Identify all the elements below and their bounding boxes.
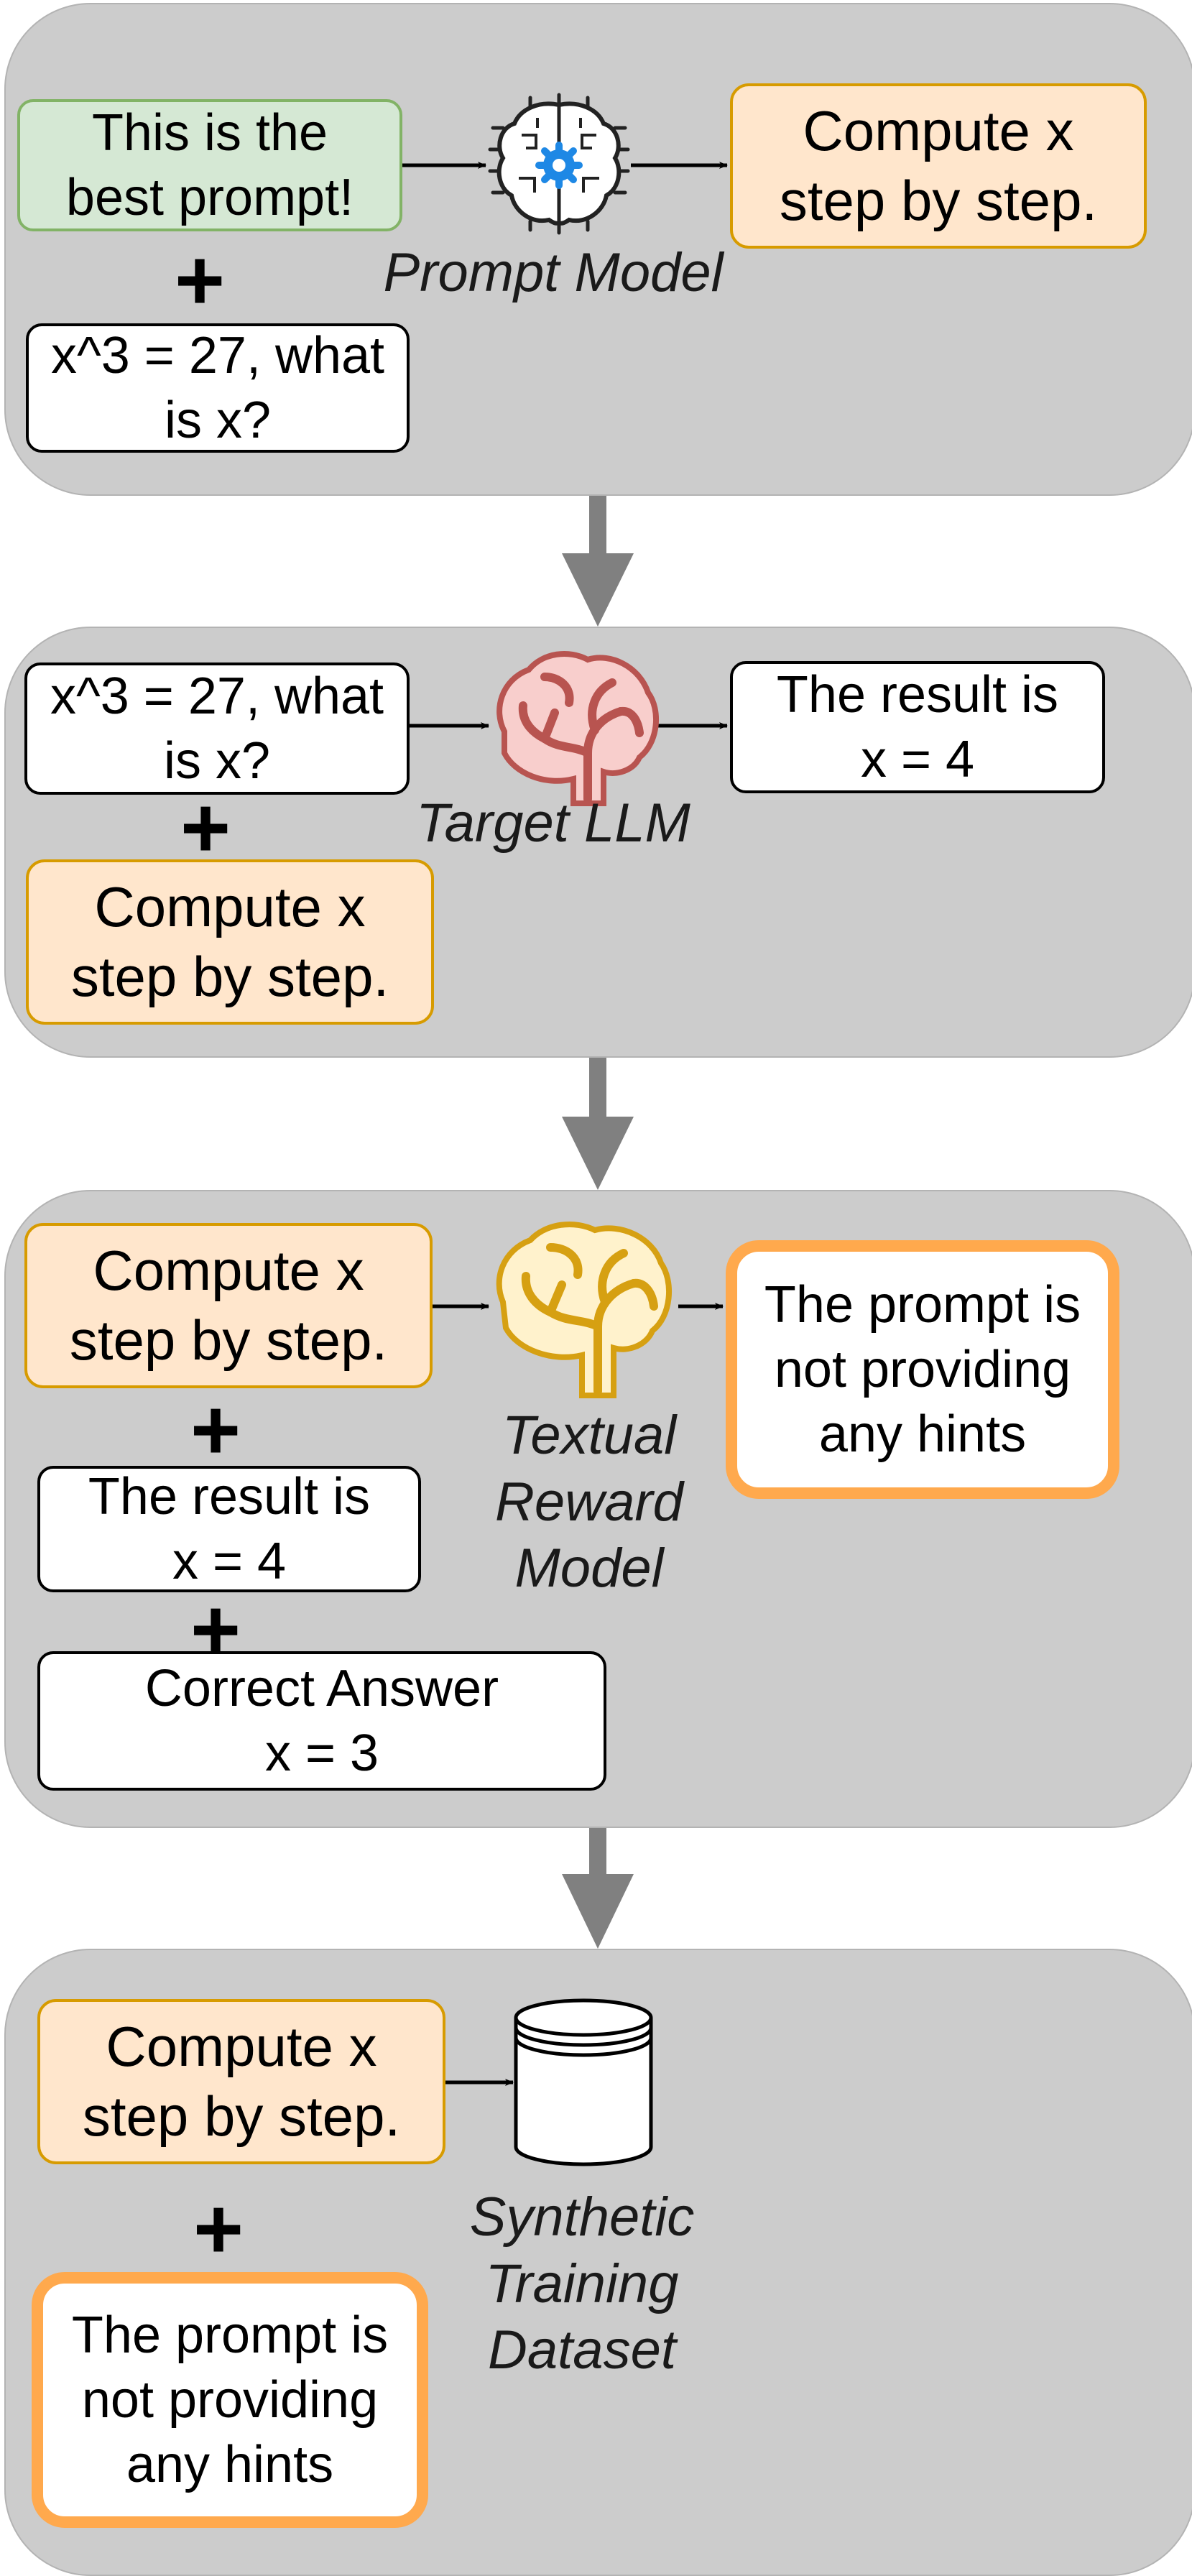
answer-box: The result is x = 4 <box>37 1466 421 1592</box>
correct-answer-box: Correct Answer x = 3 <box>37 1651 606 1791</box>
model-label: Textual Reward Model <box>495 1405 683 1599</box>
answer-box: The result is x = 4 <box>730 661 1105 793</box>
flow-arrow-3 <box>562 1828 634 1949</box>
dataset-label: Synthetic Training Dataset <box>469 2187 695 2381</box>
prompt-box: Compute x step by step. <box>24 1223 433 1388</box>
model-label: Target LLM <box>416 793 690 854</box>
flow-arrow-2 <box>562 1058 634 1190</box>
feedback-box: The prompt is not providing any hints <box>726 1240 1119 1499</box>
feedback-box: The prompt is not providing any hints <box>32 2272 428 2528</box>
prompt-box: Compute x step by step. <box>37 1999 445 2164</box>
plus-sign: + <box>193 2181 244 2277</box>
database-icon <box>514 1998 653 2166</box>
model-label: Prompt Model <box>383 242 724 303</box>
meta-prompt-box: This is the best prompt! <box>17 99 402 231</box>
generated-prompt-box: Compute x step by step. <box>730 83 1147 249</box>
chip-brain-icon <box>488 93 630 235</box>
plus-sign: + <box>174 232 226 328</box>
question-box: x^3 = 27, what is x? <box>26 323 410 453</box>
brain-icon <box>496 1221 672 1398</box>
plus-sign: + <box>180 780 231 876</box>
brain-icon <box>496 650 659 806</box>
prompt-box: Compute x step by step. <box>26 859 434 1025</box>
plus-sign: + <box>190 1382 241 1478</box>
question-box: x^3 = 27, what is x? <box>24 663 410 795</box>
flow-arrow-1 <box>562 496 634 627</box>
